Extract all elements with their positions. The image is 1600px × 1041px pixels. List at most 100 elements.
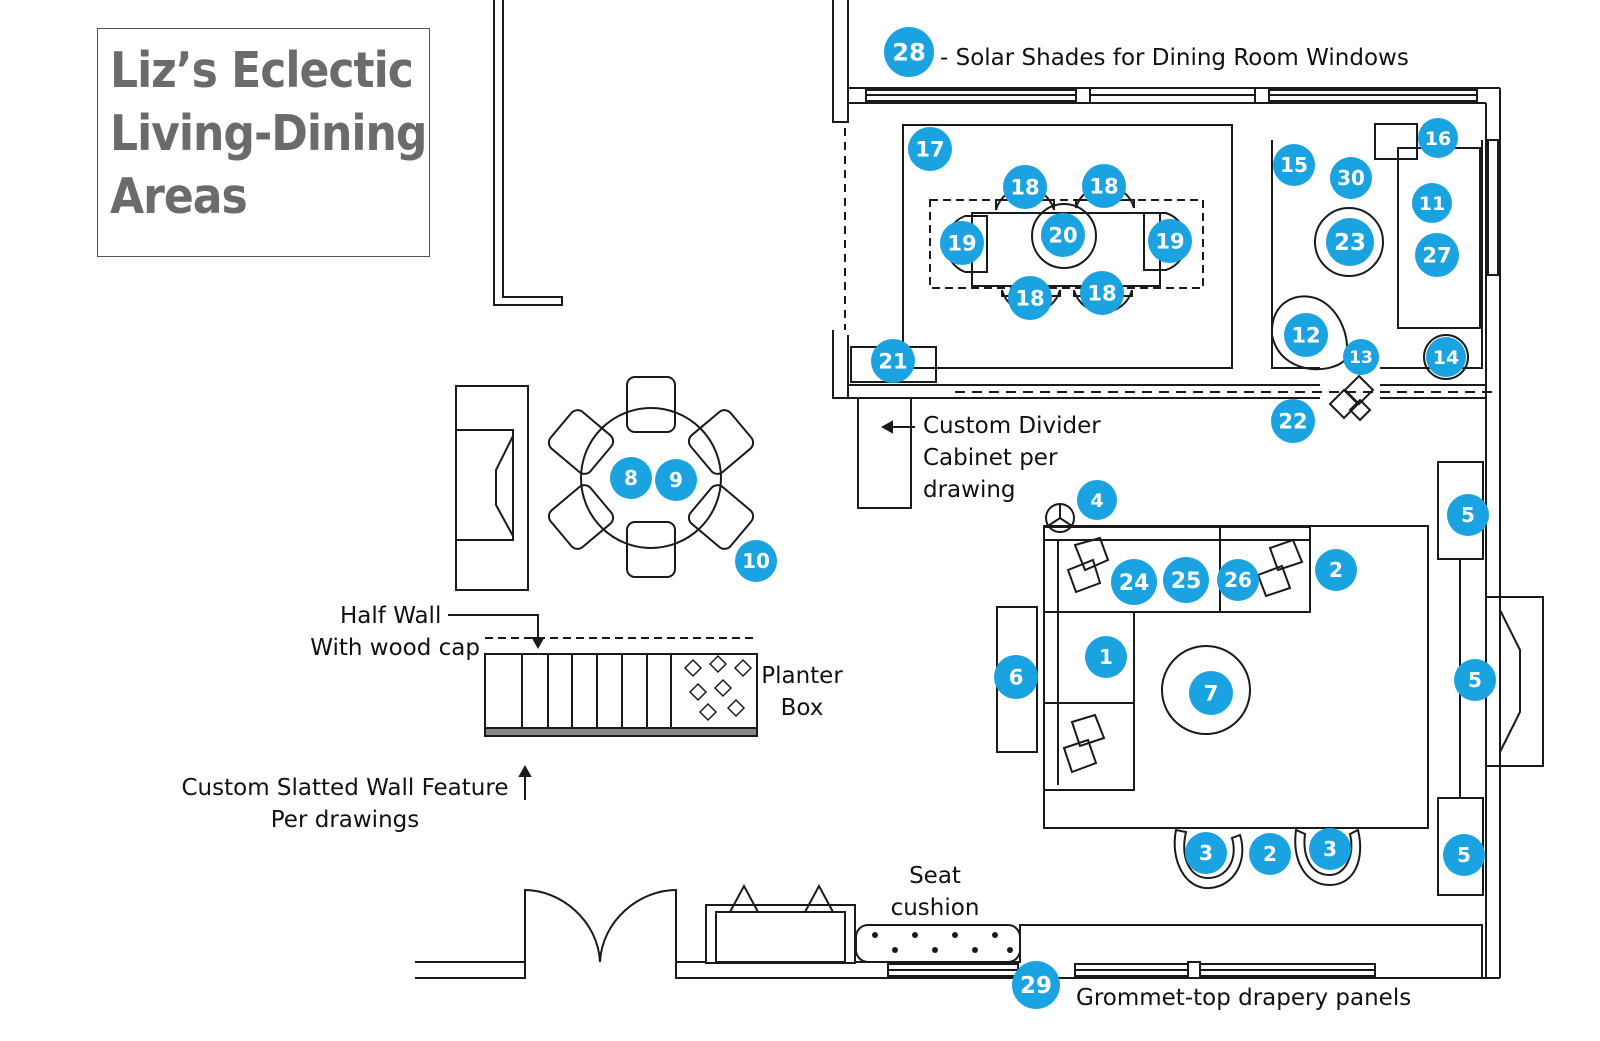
marker-number: 29 [1020,973,1052,999]
half-wall-line-1: Half Wall [340,603,442,629]
marker-badge [1189,671,1233,715]
marker-badge [1284,313,1328,357]
marker-number: 6 [1009,665,1024,689]
marker-badge [1454,659,1496,701]
marker-number: 24 [1119,571,1150,596]
marker-badge [1111,559,1157,605]
marker-badge [1443,834,1485,876]
marker-number: 1 [1099,645,1113,669]
wall-left-l [493,0,563,306]
marker-number: 15 [1280,153,1308,177]
marker-number: 30 [1337,166,1365,190]
drapery-label: Grommet-top drapery panels [1076,985,1412,1011]
marker-number: 3 [1199,841,1213,865]
half-wall-leader [448,614,539,640]
title-box: Liz’s Eclectic Living-Dining Areas [97,28,430,257]
marker-badge [1271,399,1315,443]
marker-badge [1426,337,1466,377]
custom-divider-label: Custom Divider Cabinet per drawing [923,410,1101,506]
marker-badge [1185,832,1227,874]
marker-badge [994,655,1038,699]
seat-cushion-label: Seat cushion [880,860,990,924]
marker-badge [1343,339,1379,375]
dining-rug [902,124,1233,369]
marker-badge [1077,480,1117,520]
custom-divider-line-3: drawing [923,477,1016,503]
marker-number: 12 [1291,323,1320,347]
marker-badge [610,457,652,499]
seat-cushion-line-2: cushion [890,895,980,921]
marker-badge [1008,276,1052,320]
coffee-table [1161,645,1251,735]
marker-badge [1080,271,1124,315]
marker-number: 19 [1155,229,1184,253]
marker-number: 2 [1329,558,1343,582]
marker-badge [1003,165,1047,209]
divider-cabinet [857,397,912,509]
ottoman-23 [1314,207,1384,277]
marker-number: 27 [1422,243,1451,267]
marker-number: 16 [1425,128,1451,150]
marker-badge [1041,213,1085,257]
marker-badge [735,540,777,582]
wall-dining-left-top [832,0,849,123]
armchair-right [1294,828,1362,887]
round-table [580,407,722,549]
built-in [705,904,856,964]
divider-line [848,384,1320,399]
half-wall-line-2: With wood cap [310,635,480,661]
wall-right-outer [1485,88,1501,978]
marker-number: 4 [1090,490,1103,512]
planter-box-label: Planter Box [756,660,848,724]
marker-number: 18 [1015,286,1044,310]
side-table-14 [1423,334,1469,380]
marker-number: 25 [1171,569,1202,594]
slatted-wall-line-2: Per drawings [270,807,420,833]
plant-icon [1328,374,1375,422]
marker-badge [1447,494,1489,536]
marker-badge [1148,219,1192,263]
marker-number: 7 [1204,681,1219,705]
marker-number: 26 [1224,568,1252,592]
marker-number: 3 [1323,837,1337,861]
marker-badge [1012,961,1060,1009]
marker-badge [655,459,697,501]
marker-number: 5 [1468,668,1482,692]
marker-badge [1326,218,1374,266]
marker-badge [1217,559,1259,601]
marker-badge [1309,828,1351,870]
window-top-left [865,87,1091,104]
marker-number: 11 [1419,193,1445,215]
seat-cushion [855,924,1021,963]
armchair-left [1173,828,1244,890]
marker-number: 20 [1048,223,1077,247]
marker-badge [1418,118,1458,158]
slatted-wall-label: Custom Slatted Wall Feature Per drawings [170,772,520,836]
fireplace-right [1486,596,1544,767]
marker-badge [908,127,952,171]
marker-badge [1163,557,1209,603]
marker-number: 14 [1433,347,1459,369]
marker-number: 10 [742,549,770,573]
planter-box-line-1: Planter [761,663,843,689]
marker-number: 5 [1457,843,1471,867]
marker-number: 22 [1278,409,1307,433]
marker-number: 28 [892,39,925,67]
marker-badge [1273,144,1315,186]
marker-badge [884,27,934,77]
marker-badge [940,221,984,265]
marker-badge [1415,233,1459,277]
half-wall-label: Half Wall With wood cap [300,600,480,664]
slatted-wall-line-1: Custom Slatted Wall Feature [181,775,509,801]
marker-badge [1330,157,1372,199]
marker-badge [1082,164,1126,208]
marker-badge [1412,183,1452,223]
wall-dining-top [848,87,1500,104]
armchair-12 [1270,295,1348,371]
custom-divider-line-2: Cabinet per [923,445,1058,471]
marker-number: 18 [1010,175,1039,199]
marker-number: 13 [1349,348,1373,368]
marker-number: 23 [1334,230,1366,256]
solar-shades-label: - Solar Shades for Dining Room Windows [940,45,1409,71]
window-top-right [1254,87,1478,104]
